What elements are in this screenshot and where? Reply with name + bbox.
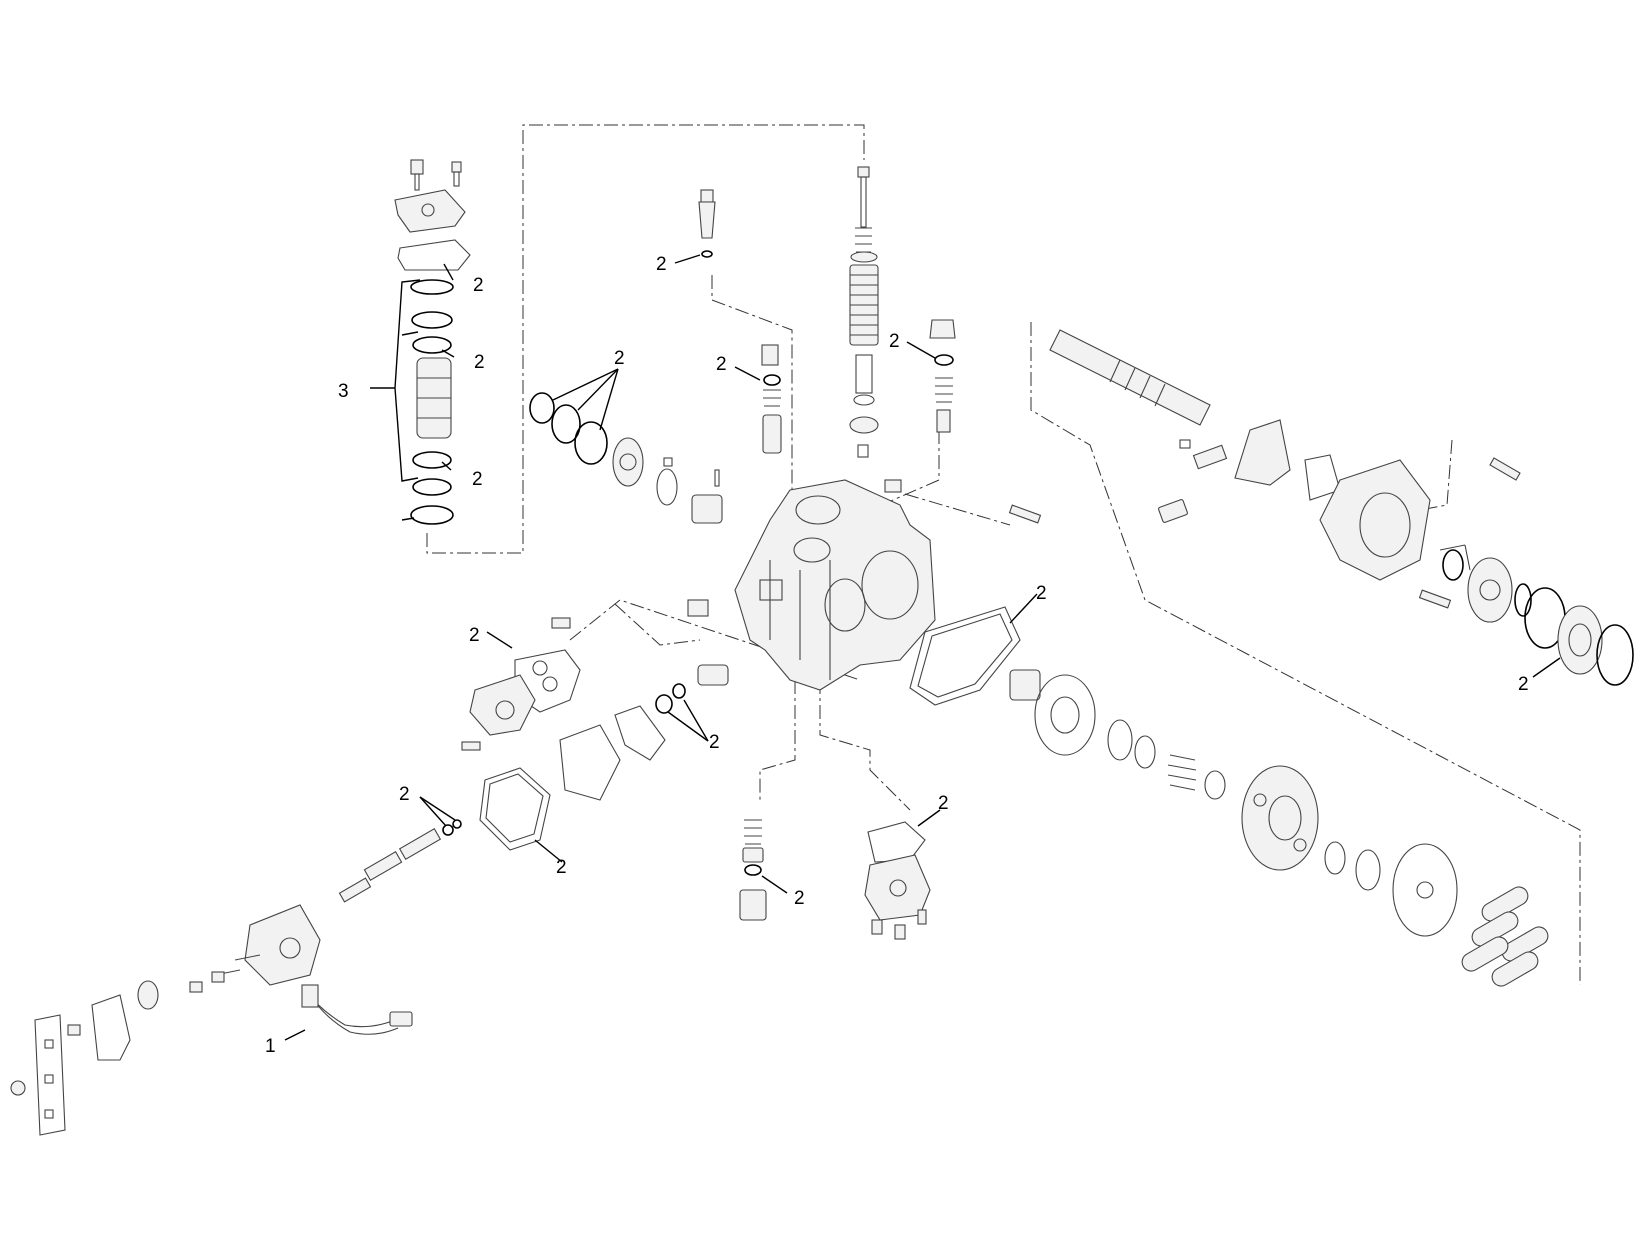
callout-2: 2 [614, 348, 625, 369]
callout-2: 2 [794, 888, 805, 909]
callout-2: 2 [938, 793, 949, 814]
callout-2: 2 [472, 469, 483, 490]
cover-gasket-right [909, 606, 1021, 706]
callout-labels: 2 2 3 2 2 2 2 2 2 2 2 2 2 2 2 2 1 [265, 254, 1529, 1057]
relief-valve-right [929, 319, 956, 433]
piston-set [1461, 886, 1549, 987]
control-mechanism [214, 724, 621, 1035]
callout-2: 2 [474, 352, 485, 373]
callout-2: 2 [1036, 583, 1047, 604]
callout-2: 2 [469, 625, 480, 646]
callout-2: 2 [889, 331, 900, 352]
lower-centre-valve [739, 819, 767, 921]
left-brackets [10, 971, 225, 1136]
left-bearing-parts [612, 437, 723, 524]
callout-2: 2 [556, 857, 567, 878]
rotating-group [1009, 669, 1549, 987]
callout-3: 3 [338, 381, 349, 402]
callout-2: 2 [656, 254, 667, 275]
top-left-cartridge-assembly [394, 159, 471, 525]
loose-o-rings [529, 392, 608, 465]
centre-small-gasket [614, 664, 729, 761]
left-cover-parts [461, 617, 581, 751]
main-housing [687, 479, 936, 691]
callout-2: 2 [399, 784, 410, 805]
callout-2: 2 [716, 354, 727, 375]
callout-2: 2 [1518, 674, 1529, 695]
drive-shaft [1049, 329, 1228, 470]
lower-cover-plate [864, 821, 931, 940]
relief-valve-middle [761, 344, 782, 454]
top-centre-valve [698, 189, 716, 258]
callout-1: 1 [265, 1036, 276, 1057]
lower-left-gasket [479, 767, 551, 851]
spring-rod-assembly [849, 166, 879, 458]
leader-lines [284, 254, 1561, 1041]
right-housing-assembly [884, 419, 1634, 686]
callout-2: 2 [709, 732, 720, 753]
callout-2: 2 [473, 275, 484, 296]
